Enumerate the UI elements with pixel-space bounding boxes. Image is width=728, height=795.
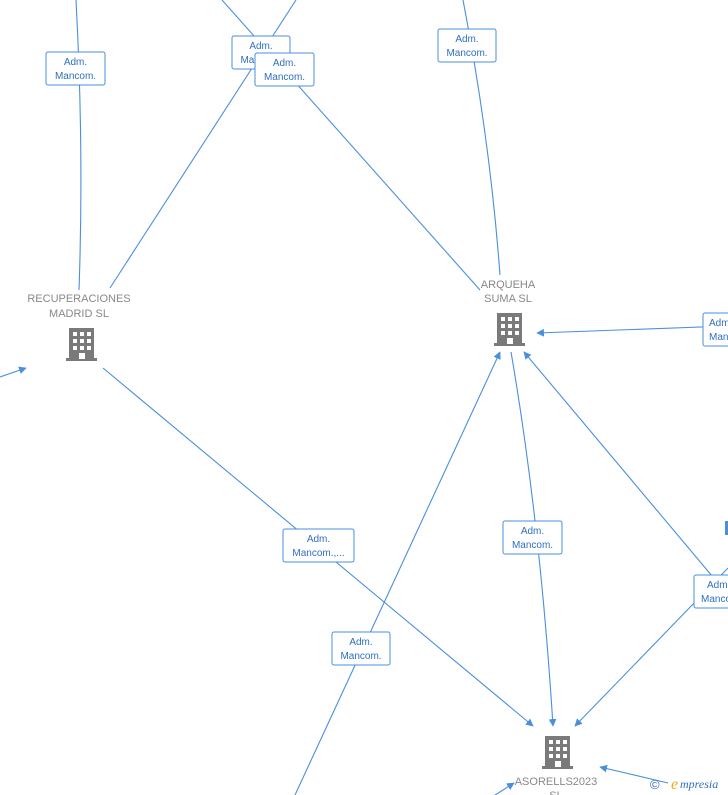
edge-label[interactable]: Adm. Mancom. [254, 52, 315, 87]
edge-bottom-to-arqueha[interactable] [294, 351, 501, 795]
building-icon [542, 736, 573, 769]
brand-name: mpresia [680, 777, 718, 791]
brand-initial: e [671, 776, 678, 793]
edge-label[interactable]: Adm. Mancom. [702, 312, 728, 347]
edge-label-line-2: Mancom. [340, 651, 381, 662]
edge-watermark-to-asorells[interactable] [599, 764, 669, 784]
edge-label-line-2: Mancom. [512, 540, 553, 551]
nodes: RECUPERACIONES MADRID SL [27, 279, 597, 795]
copyright-symbol: © [650, 777, 660, 792]
node-label-line-1: ARQUEHA [481, 279, 536, 291]
edge-label-line-1: Adm. [273, 58, 296, 69]
edge-label-line-1: Adm. [709, 318, 728, 329]
edge-label-line-1: Adm. [455, 34, 478, 45]
edge-label-line-2: Mancom. [701, 594, 728, 605]
edge-label-line-1: Adm. [707, 580, 728, 591]
edge-label[interactable]: Adm. Mancom. [45, 51, 106, 86]
edge-label-line-2: Mancom.,... [292, 548, 344, 559]
edge-label[interactable]: Adm. Mancom. [502, 520, 563, 555]
node-label-line-2: SUMA SL [484, 293, 532, 305]
edge-label-line-2: Mancom. [709, 332, 728, 343]
edge-label[interactable]: Adm. Mancom.,... [282, 528, 355, 563]
edge-label-line-2: Mancom. [446, 48, 487, 59]
edge-label-line-1: Adm. [521, 526, 544, 537]
offscreen-node-fragment [725, 521, 728, 535]
edge-label[interactable]: Adm. Mancom. [437, 28, 497, 63]
edge-label-line-1: Adm. [349, 637, 372, 648]
edge-label-line-1: Adm. [307, 534, 330, 545]
node-label-line-2: SL [549, 790, 562, 795]
edge-label-line-1: Adm. [249, 41, 272, 52]
edge-labels: Adm. Mancom. Adm. Mancom. Adm. Mancom. A… [45, 28, 728, 666]
edge-left-to-recuperaciones[interactable] [0, 366, 27, 378]
node-label-line-2: MADRID SL [49, 308, 109, 320]
edge-top-to-recuperaciones[interactable] [75, 0, 82, 291]
edge-label-line-1: Adm. [64, 57, 87, 68]
edge-label-line-2: Mancom. [264, 72, 305, 83]
node-asorells2023[interactable]: ASORELLS2023 SL [515, 736, 598, 795]
building-icon [66, 328, 97, 361]
edge-label[interactable]: Adm. Mancom. [693, 574, 728, 609]
edge-right-to-arqueha[interactable] [536, 325, 728, 337]
node-label-line-1: RECUPERACIONES [27, 293, 130, 305]
node-label-line-1: ASORELLS2023 [515, 776, 598, 788]
edge-right-up-to-arqueha[interactable] [523, 351, 728, 596]
edge-label-line-2: Mancom. [55, 71, 96, 82]
empresia-watermark: © e mpresia [650, 776, 718, 793]
node-arqueha-suma[interactable]: ARQUEHA SUMA SL [481, 279, 536, 346]
node-recuperaciones-madrid[interactable]: RECUPERACIONES MADRID SL [27, 293, 131, 361]
edge-bottom-to-asorells[interactable] [492, 782, 515, 795]
edge-label[interactable]: Adm. Mancom. [331, 631, 391, 666]
building-icon [494, 313, 525, 346]
